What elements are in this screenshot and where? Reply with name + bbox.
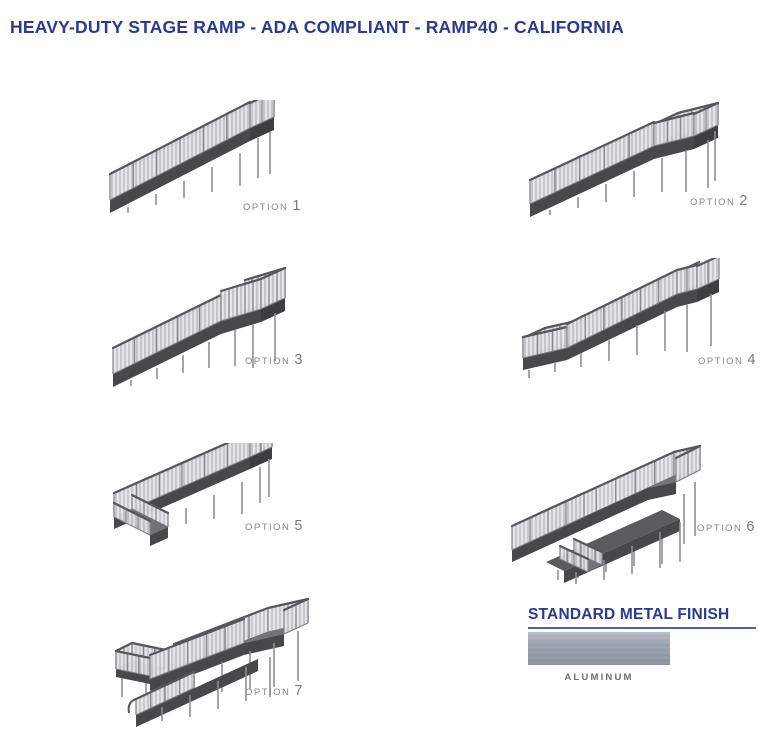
option-word: OPTION (243, 202, 289, 213)
swatch-label: ALUMINUM (564, 672, 634, 683)
option-word: OPTION (245, 356, 291, 367)
option-number: 5 (294, 518, 303, 534)
ramp-option-3-image (111, 266, 287, 387)
option-number: 4 (747, 352, 756, 368)
option-word: OPTION (697, 523, 743, 534)
option-word: OPTION (698, 356, 744, 367)
finish-title: STANDARD METAL FINISH (528, 606, 730, 623)
option-word: OPTION (690, 197, 736, 208)
option-word: OPTION (245, 687, 291, 698)
option-number: 1 (292, 198, 301, 214)
option-number: 3 (294, 352, 303, 368)
ramp-option-7[interactable] (106, 583, 311, 731)
ramp-option-6-image (510, 444, 702, 584)
ramp-option-5-image (112, 443, 273, 546)
option-word: OPTION (245, 522, 291, 533)
ramp-option-2-image (528, 101, 720, 217)
finish-section: STANDARD METAL FINISH ALUMINUM (528, 606, 756, 683)
aluminum-swatch[interactable] (528, 632, 670, 665)
ramp-option-5[interactable] (98, 443, 293, 553)
ramp-option-3[interactable] (103, 258, 298, 400)
ramp-option-1-image (108, 100, 275, 213)
ramp-option-1[interactable] (98, 100, 293, 222)
ramp-option-4-image (521, 258, 720, 378)
option-number: 2 (739, 193, 748, 209)
option-number: 6 (746, 519, 755, 535)
ramp-option-7-image (114, 597, 310, 727)
finish-underline (528, 627, 756, 629)
ramp-option-4[interactable] (515, 258, 720, 393)
ramp-option-6[interactable] (498, 432, 703, 587)
ramp-option-2[interactable] (522, 96, 727, 222)
page-title: HEAVY-DUTY STAGE RAMP - ADA COMPLIANT - … (10, 17, 624, 37)
option-number: 7 (294, 683, 303, 699)
